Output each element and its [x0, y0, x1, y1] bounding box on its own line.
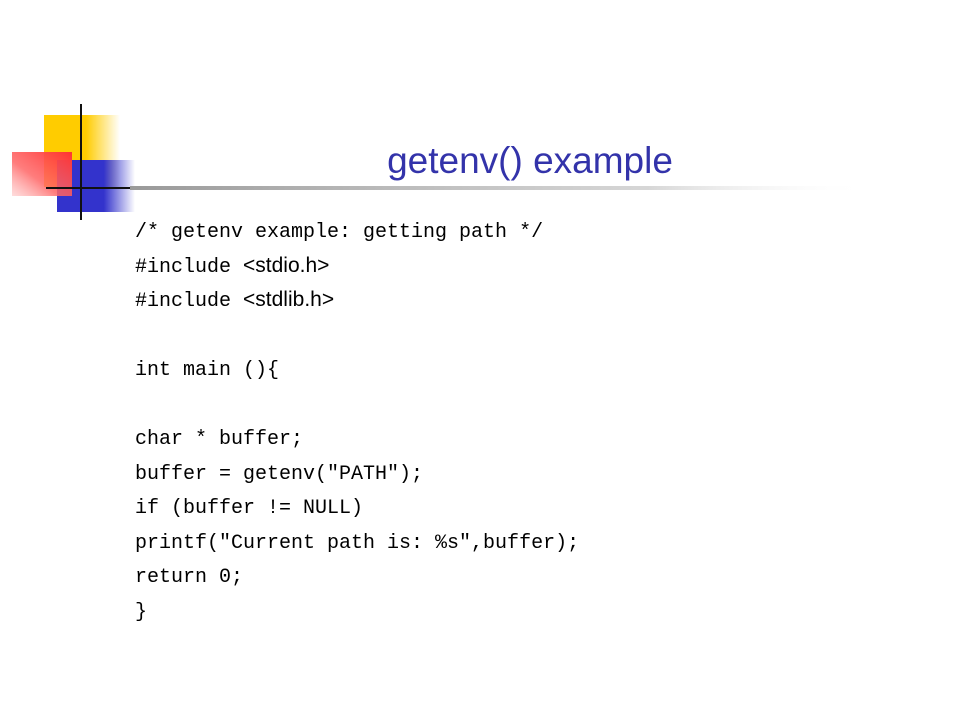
blue-block: [57, 160, 135, 212]
code-line: buffer = getenv("PATH");: [135, 456, 895, 491]
code-line: if (buffer != NULL): [135, 490, 895, 525]
code-token: if (buffer != NULL): [135, 497, 364, 520]
code-line: printf("Current path is: %s",buffer);: [135, 525, 895, 560]
code-block: /* getenv example: getting path */ #inclu…: [135, 214, 895, 628]
code-line: #include <stdio.h>: [135, 249, 895, 284]
code-token: #include: [135, 290, 244, 313]
code-token: buffer = getenv("PATH");: [135, 462, 424, 486]
code-token: #include: [135, 255, 244, 279]
code-token: int main (){: [135, 359, 280, 382]
code-line: [135, 318, 895, 353]
code-token: /* getenv example: getting path */: [135, 221, 544, 244]
red-block: [12, 152, 72, 196]
code-line: [135, 387, 895, 422]
horizontal-rule: [130, 186, 870, 190]
yellow-block: [44, 115, 120, 187]
code-line: }: [135, 594, 895, 629]
code-token: printf("Current path is: %s",buffer);: [135, 531, 580, 555]
code-line: #include <stdlib.h>: [135, 283, 895, 318]
code-line: char * buffer;: [135, 421, 895, 456]
code-token: return 0;: [135, 566, 244, 589]
code-token: <stdio.h>: [243, 253, 330, 277]
title-decoration: [12, 104, 870, 220]
code-token: char * buffer;: [135, 428, 304, 451]
slide-title: getenv() example: [387, 140, 673, 181]
code-token: }: [135, 600, 148, 624]
code-line: int main (){: [135, 352, 895, 387]
code-token: <stdlib.h>: [243, 288, 335, 311]
code-line: /* getenv example: getting path */: [135, 214, 895, 249]
code-line: return 0;: [135, 559, 895, 594]
